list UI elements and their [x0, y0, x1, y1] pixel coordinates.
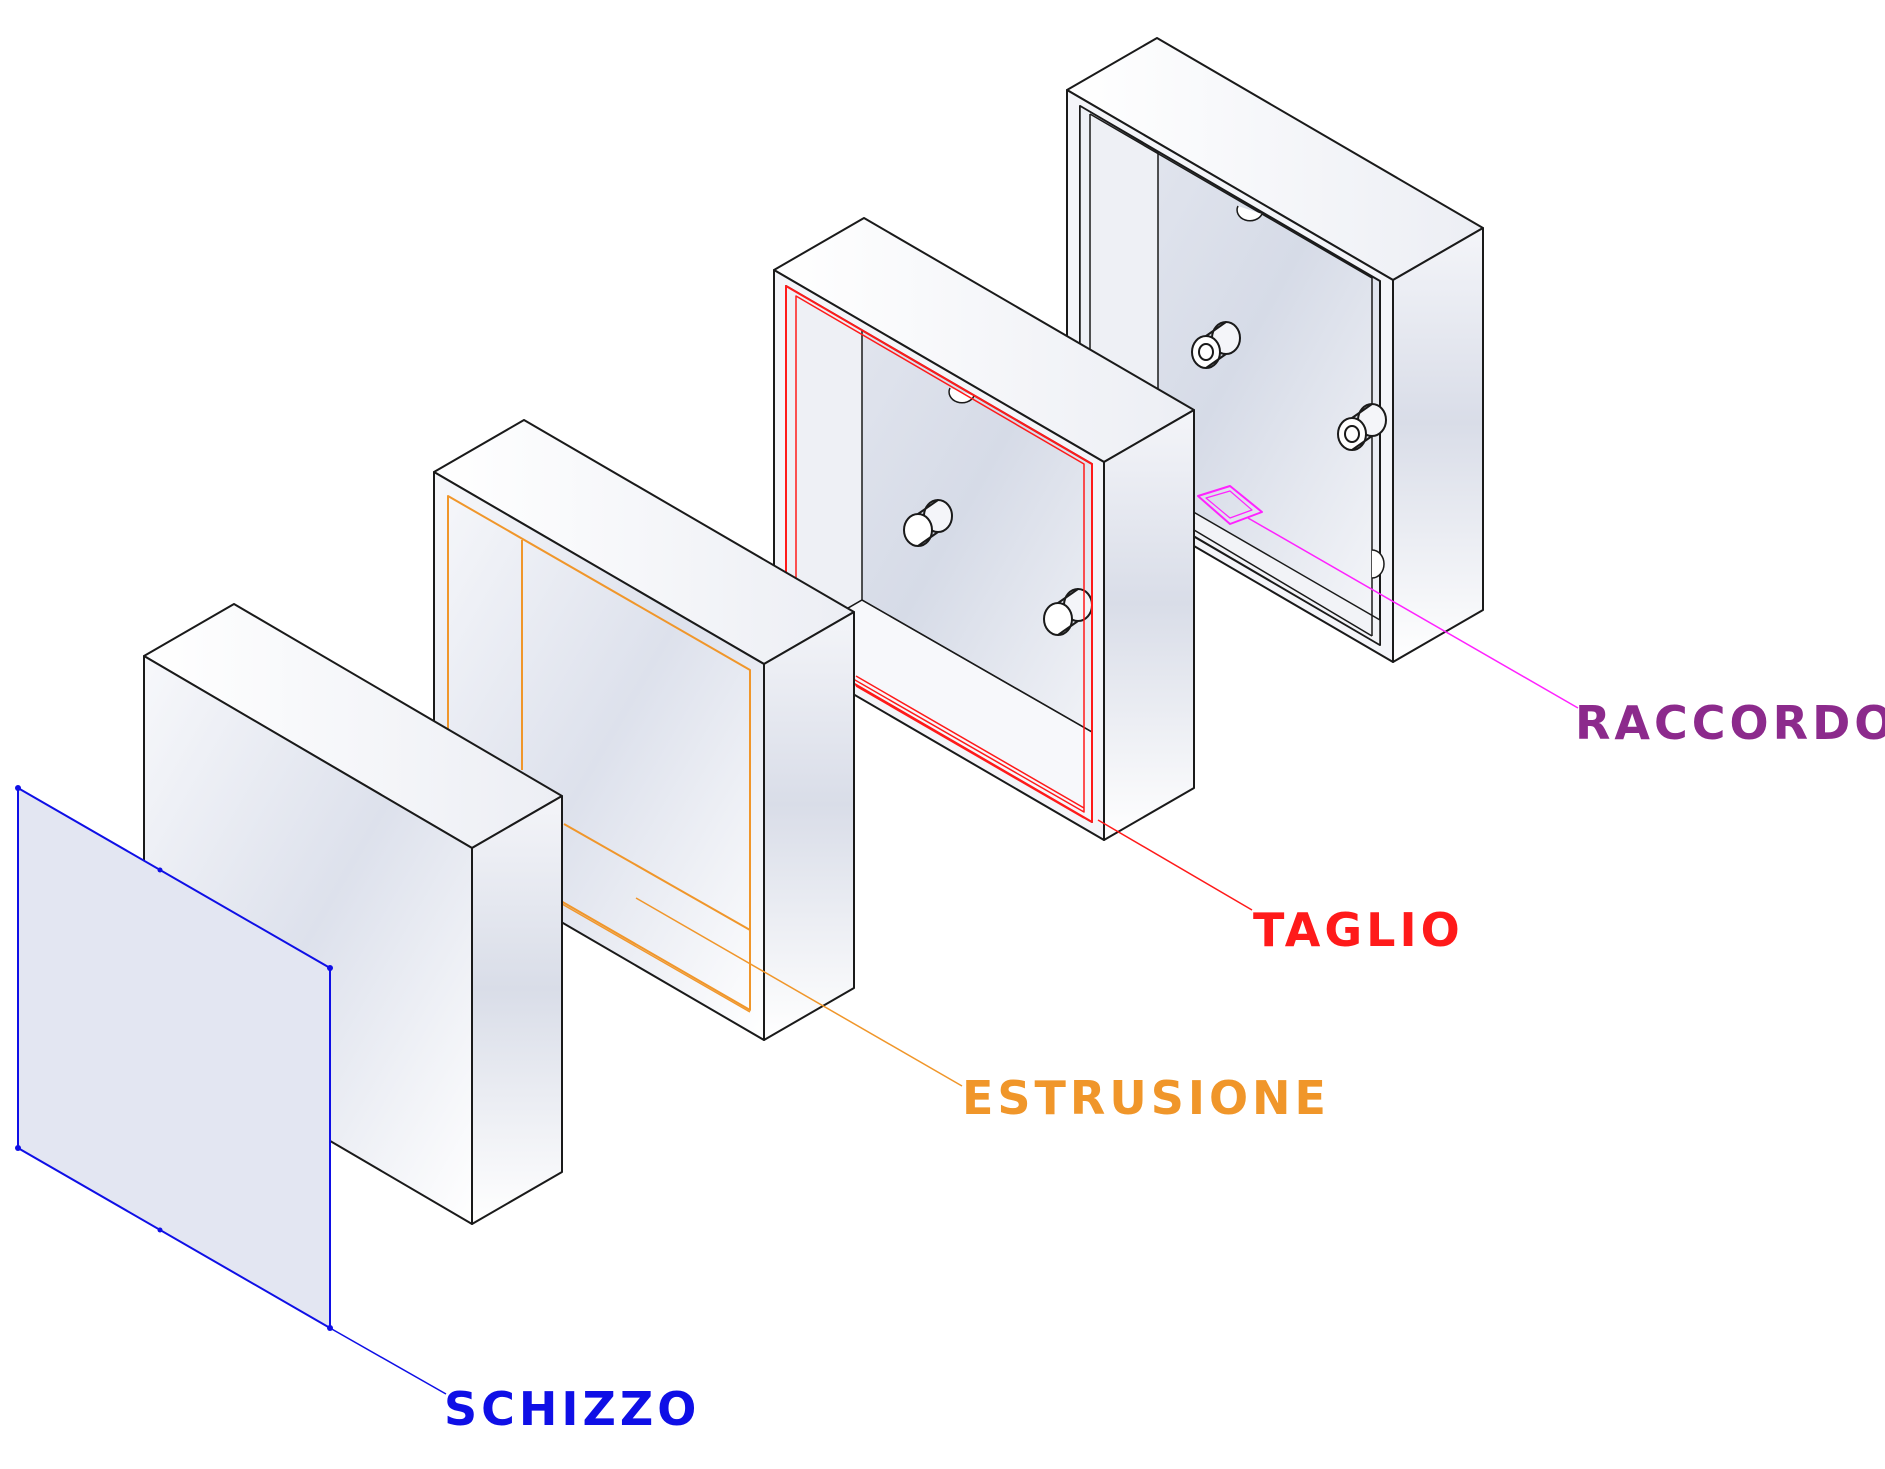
box-taglio-boss-1	[903, 499, 953, 547]
raccordo-fillet	[1197, 485, 1263, 525]
box-solid-side	[471, 795, 563, 1225]
taglio-cut-floor-1	[855, 675, 1085, 809]
box-raccordo-lip	[1089, 113, 1373, 636]
box-solid	[143, 603, 563, 1225]
label-estrusione: ESTRUSIONE	[962, 1071, 1330, 1125]
box-taglio-notch	[948, 387, 975, 404]
box-raccordo-side	[1392, 227, 1484, 663]
leader-schizzo	[329, 1327, 447, 1395]
schizzo-midpoint-2	[157, 1227, 163, 1233]
schizzo-vertex-1	[15, 785, 21, 791]
estrusione-outline	[447, 495, 751, 1011]
box-taglio-boss-2	[1043, 588, 1093, 636]
raccordo-fillet-inner	[1205, 490, 1253, 519]
leader-taglio	[1097, 819, 1253, 911]
taglio-cut-floor-2	[855, 685, 1085, 819]
label-schizzo: SCHIZZO	[444, 1382, 701, 1436]
schizzo-vertex-2	[327, 965, 333, 971]
label-raccordo: RACCORDO	[1575, 696, 1885, 750]
box-raccordo-notch-top	[1236, 205, 1263, 222]
leader-raccordo	[1247, 517, 1579, 709]
box-raccordo-boss-1	[1191, 321, 1241, 369]
label-taglio: TAGLIO	[1253, 903, 1464, 957]
box-raccordo-notch-side	[1371, 549, 1385, 579]
schizzo-vertex-4	[15, 1145, 21, 1151]
box-taglio	[773, 217, 1195, 841]
box-estrusione-side	[763, 611, 855, 1041]
box-taglio-side	[1103, 409, 1195, 841]
estrusione-inner-floor	[563, 823, 751, 931]
taglio-cut-outline	[785, 285, 1093, 823]
box-raccordo-boss-2	[1337, 403, 1387, 451]
taglio-cut-outline-inner	[795, 295, 1085, 813]
box-taglio-floor-edge	[861, 599, 1093, 733]
leader-estrusione	[635, 897, 963, 1087]
schizzo-midpoint-1	[157, 867, 163, 873]
box-estrusione	[433, 419, 855, 1041]
estrusione-inner-floor-2	[561, 903, 751, 1013]
